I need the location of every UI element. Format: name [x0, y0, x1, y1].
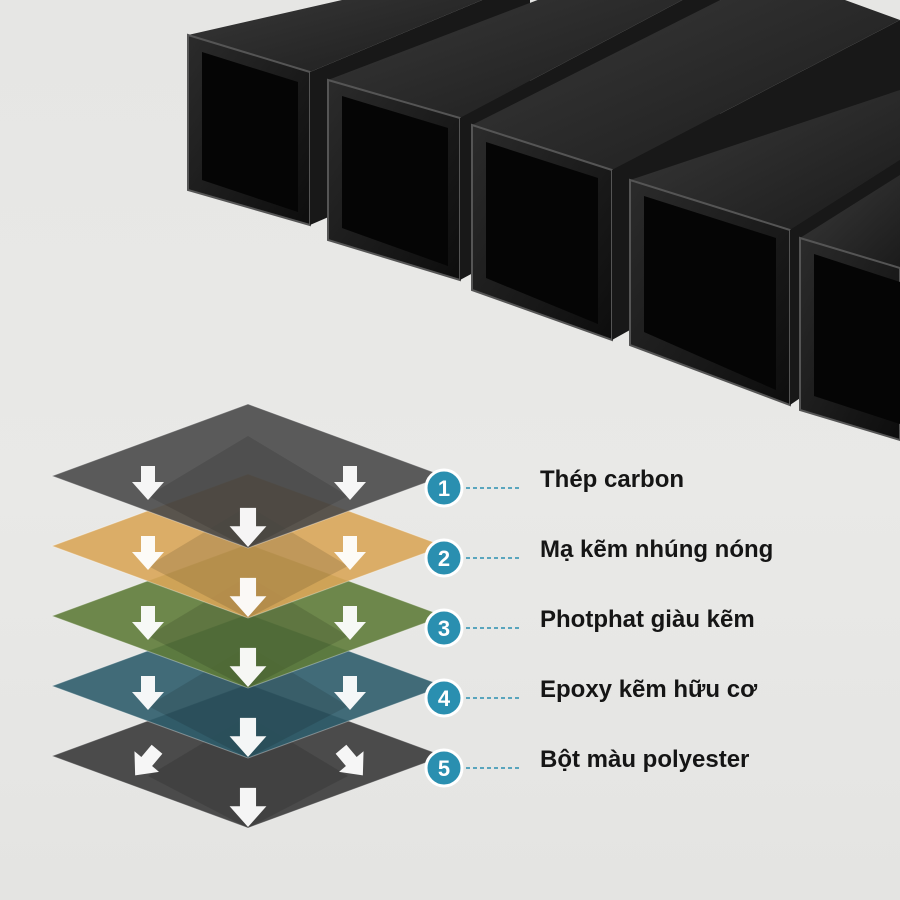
- coating-layer-1: [50, 403, 446, 549]
- layer-shadow: [148, 436, 348, 548]
- down-arrow-icon: [132, 466, 164, 500]
- badge-number: 5: [438, 756, 450, 781]
- steel-tube: [799, 175, 900, 442]
- number-badge: [424, 678, 464, 718]
- down-arrow-icon: [229, 577, 267, 617]
- layer-shadow: [148, 646, 348, 758]
- number-badge: [424, 748, 464, 788]
- layer-labels: 1 Thép carbon 2 Mạ kẽm nhúng nóng 3 Photphat …: [424, 466, 773, 788]
- number-badge: [424, 468, 464, 508]
- layer-label-text: Bột màu polyester: [540, 746, 749, 773]
- down-arrow-icon: [334, 676, 366, 710]
- down-arrow-icon: [134, 744, 163, 776]
- layer-label-text: Thép carbon: [540, 466, 684, 493]
- layer-label-text: Photphat giàu kẽm: [540, 606, 755, 633]
- steel-tubes: [187, 0, 900, 442]
- layer-label-row: 2 Mạ kẽm nhúng nóng: [424, 536, 773, 578]
- layer-label-row: 4 Epoxy kẽm hữu cơ: [424, 676, 758, 718]
- down-arrow-icon: [132, 536, 164, 570]
- layer-shadow: [148, 576, 348, 688]
- down-arrow-icon: [334, 466, 366, 500]
- down-arrow-icon: [132, 676, 164, 710]
- steel-tube: [471, 0, 900, 342]
- down-arrow-icon: [132, 606, 164, 640]
- layer-sheet: [50, 403, 446, 549]
- down-arrow-icon: [229, 507, 267, 547]
- down-arrow-icon: [334, 536, 366, 570]
- down-arrow-icon: [334, 606, 366, 640]
- badge-number: 4: [438, 686, 451, 711]
- coating-layer-stack: [50, 403, 446, 829]
- layer-shadow: [148, 506, 348, 618]
- layer-label-row: 1 Thép carbon: [424, 466, 684, 508]
- layer-label-row: 5 Bột màu polyester: [424, 746, 749, 788]
- number-badge: [424, 538, 464, 578]
- down-arrow-icon: [335, 744, 364, 776]
- layer-label-text: Epoxy kẽm hữu cơ: [540, 676, 758, 703]
- badge-number: 1: [438, 476, 450, 501]
- badge-number: 2: [438, 546, 450, 571]
- layer-label-text: Mạ kẽm nhúng nóng: [540, 536, 773, 563]
- number-badge: [424, 608, 464, 648]
- layer-label-row: 3 Photphat giàu kẽm: [424, 606, 755, 648]
- layer-shadow: [148, 716, 348, 828]
- down-arrow-icon: [229, 787, 267, 827]
- down-arrow-icon: [229, 647, 267, 687]
- badge-number: 3: [438, 616, 450, 641]
- down-arrow-icon: [229, 717, 267, 757]
